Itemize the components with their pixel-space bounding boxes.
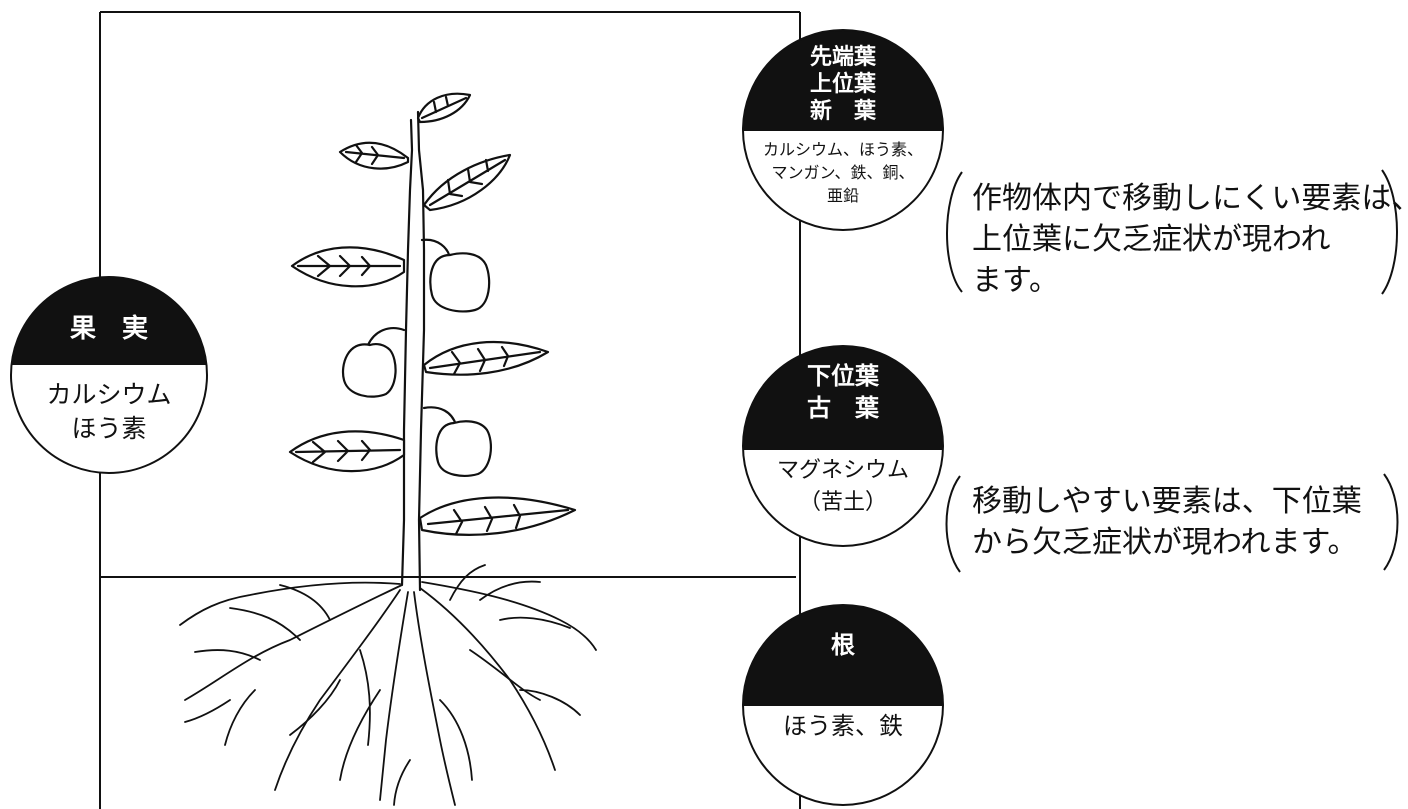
fruit-shape bbox=[422, 406, 493, 477]
fruit-shape bbox=[342, 327, 406, 398]
upper-leaf-element-line: 亜鉛 bbox=[826, 186, 859, 205]
left-paren-lower bbox=[945, 475, 961, 573]
mobile-elements-note: 移動しやすい要素は、下位葉 から欠乏症状が現われます。 bbox=[972, 481, 1362, 563]
note-line: 移動しやすい要素は、下位葉 bbox=[972, 484, 1362, 519]
lower-leaf-heading: 下位葉 古 葉 bbox=[745, 360, 941, 424]
right-paren-lower bbox=[1383, 473, 1399, 571]
upper-leaf-heading-line: 新 葉 bbox=[809, 99, 876, 124]
fruit-heading-line: 果 実 bbox=[69, 314, 148, 344]
lower-leaf-element-line: （苦土） bbox=[798, 490, 887, 515]
leaf bbox=[422, 153, 512, 212]
note-line: ます。 bbox=[972, 263, 1059, 298]
upper-leaf-element-line: マンガン、鉄、銅、 bbox=[771, 163, 915, 182]
note-line: から欠乏症状が現われます。 bbox=[972, 525, 1358, 560]
leaf bbox=[290, 246, 406, 288]
root-heading-line: 根 bbox=[831, 631, 855, 659]
root-elements: ほう素、鉄 bbox=[745, 710, 941, 742]
lower-leaf-heading-line: 古 葉 bbox=[807, 394, 879, 422]
right-paren-upper bbox=[1381, 169, 1398, 295]
lower-leaf-elements: マグネシウム （苦土） bbox=[745, 455, 941, 519]
left-paren-upper bbox=[946, 171, 963, 293]
upper-leaf-element-line: カルシウム、ほう素、 bbox=[762, 140, 923, 159]
upper-leaf-heading-line: 上位葉 bbox=[809, 72, 876, 97]
plant-roots bbox=[179, 564, 597, 806]
root-element-line: ほう素、鉄 bbox=[783, 712, 903, 740]
root-heading: 根 bbox=[745, 629, 941, 661]
fruit-element-line: ほう素 bbox=[71, 414, 147, 443]
note-line: 作物体内で移動しにくい要素は、 bbox=[972, 181, 1408, 216]
leaf bbox=[418, 496, 577, 536]
immobile-elements-note: 作物体内で移動しにくい要素は、 上位葉に欠乏症状が現われ ます。 bbox=[972, 178, 1408, 301]
lower-leaf-element-line: マグネシウム bbox=[776, 458, 909, 483]
fruit-element-line: カルシウム bbox=[46, 380, 172, 409]
leaf bbox=[416, 92, 472, 124]
leaf bbox=[338, 141, 410, 170]
upper-leaf-heading-line: 先端葉 bbox=[809, 45, 876, 70]
upper-leaf-elements: カルシウム、ほう素、 マンガン、鉄、銅、 亜鉛 bbox=[745, 138, 941, 207]
plant-illustration bbox=[179, 92, 597, 806]
fruit-heading: 果 実 bbox=[11, 312, 207, 346]
leaf bbox=[288, 430, 406, 473]
root-label-circle bbox=[742, 604, 944, 806]
fruit-shape bbox=[420, 238, 491, 313]
parentheses bbox=[945, 169, 1399, 573]
plant-stem bbox=[400, 110, 426, 592]
lower-leaf-heading-line: 下位葉 bbox=[807, 362, 879, 390]
note-line: 上位葉に欠乏症状が現われ bbox=[972, 222, 1331, 257]
upper-leaf-heading: 先端葉 上位葉 新 葉 bbox=[745, 44, 941, 125]
fruit-elements: カルシウム ほう素 bbox=[11, 378, 207, 446]
leaf bbox=[422, 340, 550, 376]
